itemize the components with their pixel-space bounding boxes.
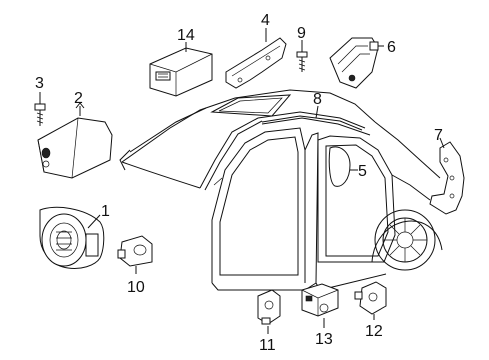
part-6-module [329, 37, 384, 89]
part-10-impact-sensor [117, 235, 153, 274]
callout-7: 7 [434, 127, 443, 144]
callout-1: 1 [101, 203, 110, 220]
part-9-screw [296, 40, 308, 72]
part-2-airbag-module [37, 102, 113, 179]
callout-10: 10 [127, 279, 145, 296]
callout-3: 3 [35, 75, 44, 92]
part-1-steering-airbag [39, 206, 105, 269]
part-11-sensor [257, 289, 281, 334]
part-4-bracket [225, 28, 287, 89]
callout-2: 2 [74, 90, 83, 107]
callout-5: 5 [358, 163, 367, 180]
callout-labels: 1 2 3 4 5 6 7 8 9 10 11 12 13 14 [35, 12, 443, 354]
callout-6: 6 [387, 39, 396, 56]
vehicle-body [119, 89, 443, 291]
callout-8: 8 [313, 91, 322, 108]
callout-12: 12 [365, 323, 383, 340]
part-8-curtain-airbag-leader [315, 105, 319, 119]
callout-11: 11 [259, 337, 276, 354]
callout-14: 14 [177, 27, 195, 44]
callout-4: 4 [261, 12, 270, 29]
part-3-bolt [34, 92, 46, 126]
callout-9: 9 [297, 25, 306, 42]
part-13-sensor-module [301, 283, 339, 328]
callout-13: 13 [315, 331, 333, 348]
part-5-side-airbag [328, 146, 358, 187]
part-7-rear-bracket [429, 137, 465, 215]
part-12-sensor [354, 281, 387, 320]
part-14-control-unit [149, 42, 213, 97]
